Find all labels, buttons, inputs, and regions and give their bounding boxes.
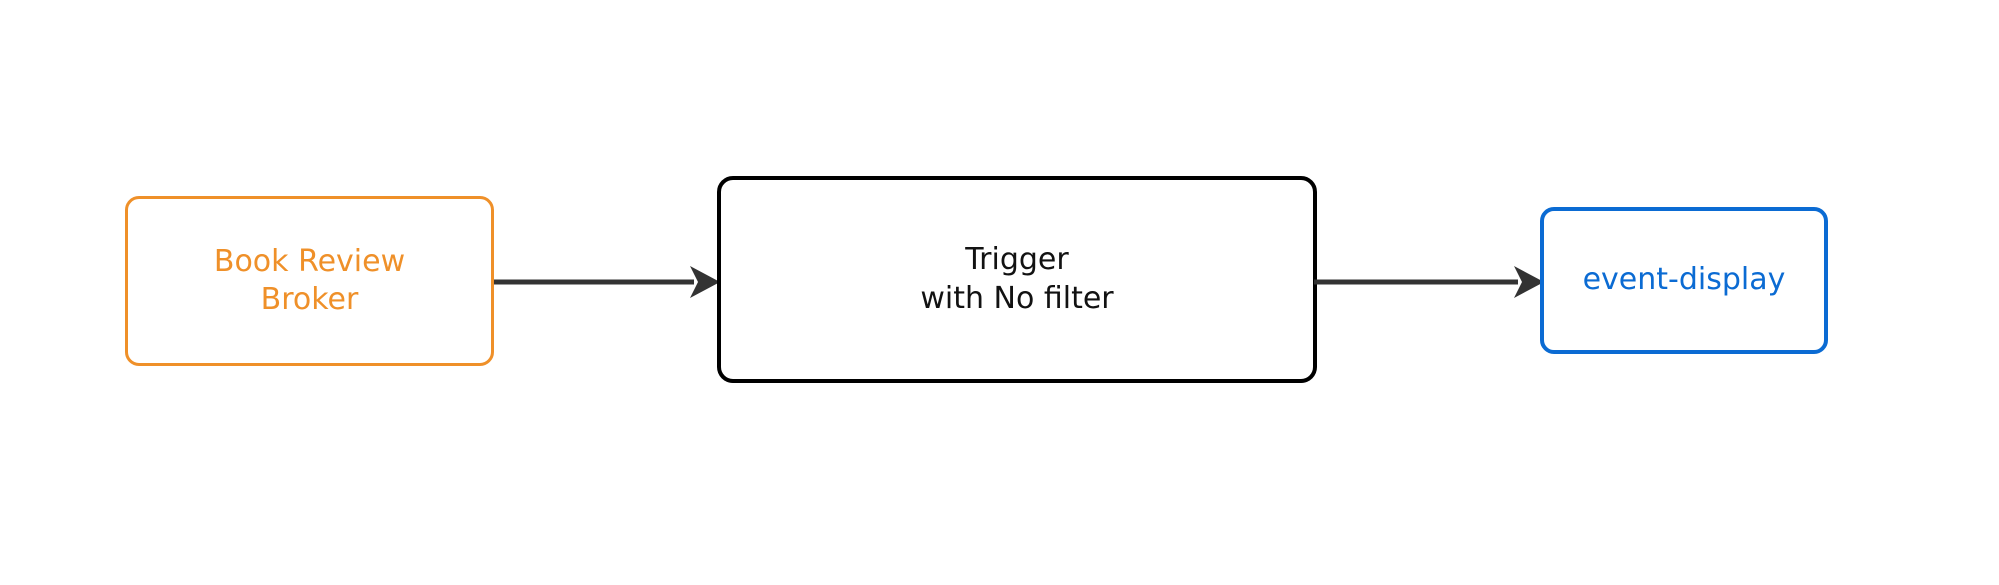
arrowhead-icon [690,266,720,298]
node-label-line-1: Trigger [965,242,1069,278]
edge-trigger-to-sink [1314,262,1544,302]
node-label-line-2: Broker [260,282,359,317]
edge-source-to-trigger [494,262,720,302]
node-label-line-2: with No filter [920,280,1114,316]
node-label-line-1: event-display [1582,262,1786,298]
node-label-line-1: Book Review [213,243,406,279]
node-trigger-with-no-filter[interactable]: Trigger with No filter [717,176,1317,383]
node-book-review-broker[interactable]: Book Review Broker [125,196,494,366]
node-event-display[interactable]: event-display [1540,207,1828,354]
